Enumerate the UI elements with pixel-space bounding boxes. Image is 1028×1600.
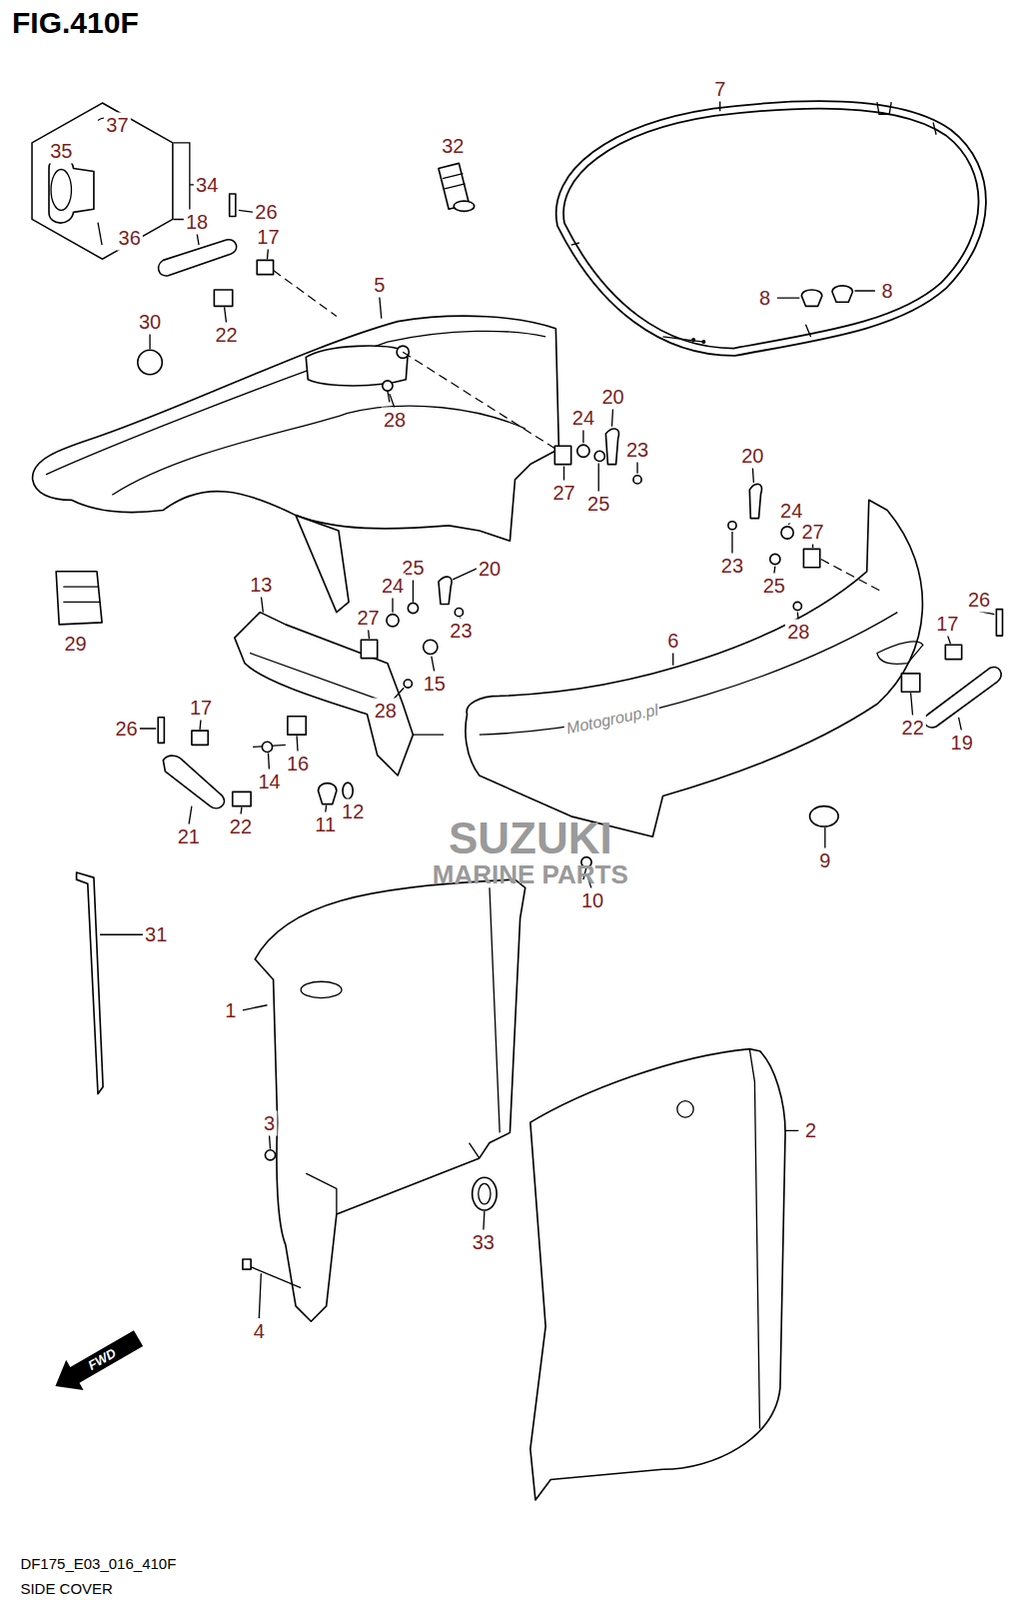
callout-number: 37	[103, 111, 130, 137]
callout-number: 28	[381, 406, 408, 432]
callout-number: 23	[624, 437, 651, 463]
callout-number: 35	[47, 138, 74, 164]
upper-cover	[32, 315, 560, 612]
lower-covers	[254, 879, 786, 1500]
caption-text: SIDE COVER	[17, 1577, 115, 1597]
callout-number: 17	[254, 223, 281, 249]
callout-number: 24	[570, 404, 597, 430]
callout-number: 12	[339, 798, 366, 824]
callout-number: 33	[470, 1228, 497, 1254]
watermark: SUZUKI	[446, 812, 615, 865]
callout-number: 22	[900, 715, 927, 741]
leader-lines	[99, 99, 995, 1318]
callout-number: 3	[261, 1110, 277, 1136]
callout-number: 23	[447, 618, 474, 644]
callout-number: 14	[255, 769, 282, 795]
callout-number: 26	[112, 716, 139, 742]
callout-number: 30	[136, 308, 163, 334]
callout-number: 26	[252, 199, 279, 225]
callout-number: 28	[785, 619, 812, 645]
callout-number: 1	[222, 997, 238, 1023]
right-cover	[465, 499, 924, 837]
callout-number: 6	[665, 628, 681, 654]
kit-hexagon: 37 35 36	[30, 101, 174, 260]
callout-number: 4	[251, 1318, 267, 1344]
callout-number: 15	[421, 671, 448, 697]
callout-number: 25	[585, 491, 612, 517]
seal-ring	[559, 101, 983, 352]
callout-number: 29	[61, 631, 88, 657]
callout-number: 23	[719, 552, 746, 578]
callout-number: 17	[187, 694, 214, 720]
callout-number: 36	[116, 224, 143, 250]
callout-number: 5	[371, 271, 387, 297]
callout-number: 8	[757, 285, 773, 311]
callout-number: 21	[175, 824, 202, 850]
callout-number: 11	[312, 812, 338, 838]
watermark: MARINE PARTS	[430, 858, 631, 892]
callout-number: 13	[247, 572, 274, 598]
callout-number: 19	[949, 730, 976, 756]
callout-number: 20	[599, 384, 626, 410]
callout-number: 20	[476, 555, 503, 581]
callout-number: 22	[213, 321, 240, 347]
small-parts	[48, 117, 1003, 1287]
direction-label: FWD	[82, 1342, 121, 1375]
callout-number: 34	[193, 171, 220, 197]
callout-number: 32	[439, 133, 466, 159]
cap-buttons	[801, 285, 853, 306]
callout-number: 28	[372, 697, 399, 723]
callout-number: 24	[379, 573, 406, 599]
callout-number: 22	[227, 814, 254, 840]
caption-text: DF175_E03_016_410F	[17, 1553, 178, 1573]
callout-number: 31	[142, 922, 169, 948]
callout-number: 2	[803, 1117, 819, 1143]
callout-number: 18	[183, 208, 210, 234]
callout-number: 9	[817, 847, 833, 873]
callout-number: 26	[966, 587, 993, 613]
figure-title: FIG.410F	[11, 5, 139, 40]
hexagon-outline	[30, 101, 174, 260]
bracket	[234, 612, 444, 776]
callout-number: 27	[799, 518, 826, 544]
callout-number: 7	[712, 75, 728, 101]
callout-number: 27	[550, 480, 577, 506]
callout-number: 27	[354, 604, 381, 630]
callout-number: 17	[934, 610, 961, 636]
callout-number: 16	[284, 750, 311, 776]
callout-number: 25	[761, 573, 788, 599]
callout-number: 20	[739, 443, 766, 469]
fwd-arrow	[46, 1322, 147, 1401]
callout-number: 8	[880, 277, 896, 303]
callout-number: 10	[579, 887, 606, 913]
